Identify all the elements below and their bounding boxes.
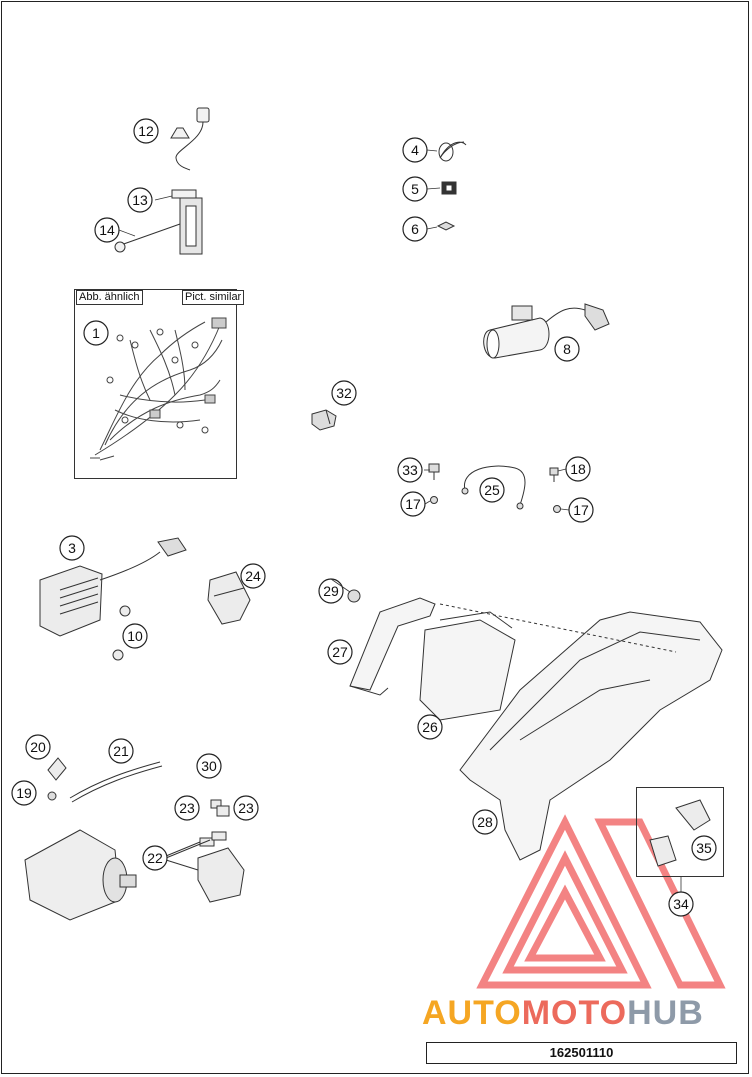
callout-19: 19 <box>16 785 32 801</box>
callout-8: 8 <box>563 341 571 357</box>
document-number: 162501110 <box>426 1042 737 1064</box>
callout-10: 10 <box>127 628 143 644</box>
capacitor-illustration <box>483 303 610 359</box>
callout-28: 28 <box>477 814 493 830</box>
callout-13: 13 <box>132 192 148 208</box>
callout-numbers: 12 13 14 4 5 6 1 8 32 33 25 18 17 17 3 2… <box>16 123 712 912</box>
callout-29: 29 <box>323 583 339 599</box>
harness-frame <box>74 289 237 479</box>
callout-35: 35 <box>696 840 712 856</box>
horn-plug-illustration <box>649 799 711 867</box>
callout-27: 27 <box>332 644 348 660</box>
callout-4: 4 <box>411 142 419 158</box>
brand-part-hub: HUB <box>627 994 704 1032</box>
watermark-triangle-logo <box>476 814 726 989</box>
brand-part-moto: MOTO <box>521 994 628 1032</box>
label-similar-de: Abb. ähnlich <box>76 290 143 305</box>
callout-17-right: 17 <box>573 502 589 518</box>
callout-26: 26 <box>422 719 438 735</box>
brand-part-auto: AUTO <box>422 994 522 1032</box>
watermark-brand: AUTOMOTOHUB <box>422 995 704 1031</box>
wiring-harness-illustration <box>90 317 227 461</box>
label-similar-en: Pict. similar <box>182 290 245 305</box>
callout-30: 30 <box>201 758 217 774</box>
callout-23-left: 23 <box>179 800 195 816</box>
battery-and-fender-illustration <box>347 589 723 861</box>
callout-20: 20 <box>30 739 46 755</box>
leader-lines <box>118 149 682 892</box>
callout-3: 3 <box>68 540 76 556</box>
callout-33: 33 <box>402 462 418 478</box>
battery-cable-illustration <box>428 463 561 513</box>
connector-illustration <box>311 409 337 431</box>
small-fasteners-illustration <box>436 141 467 231</box>
callout-25: 25 <box>484 482 500 498</box>
callout-6: 6 <box>411 221 419 237</box>
starter-cable-illustration <box>47 757 163 803</box>
callout-21: 21 <box>113 743 129 759</box>
switch-assembly-illustration <box>114 107 210 255</box>
callout-circles <box>11 118 717 917</box>
relay-cover-illustration <box>207 571 251 625</box>
voltage-regulator-illustration <box>39 537 187 661</box>
callout-14: 14 <box>99 222 115 238</box>
starter-motor-illustration <box>24 829 137 921</box>
callout-18: 18 <box>570 461 586 477</box>
callout-1: 1 <box>92 325 100 341</box>
fuse-box-illustration <box>165 799 245 903</box>
callout-12: 12 <box>138 123 154 139</box>
callout-23-right: 23 <box>238 800 254 816</box>
callout-5: 5 <box>411 181 419 197</box>
callout-22: 22 <box>147 850 163 866</box>
callout-17-left: 17 <box>405 496 421 512</box>
detail-frame-34 <box>636 787 724 877</box>
callout-32: 32 <box>336 385 352 401</box>
callout-24: 24 <box>245 568 261 584</box>
callout-34: 34 <box>673 896 689 912</box>
